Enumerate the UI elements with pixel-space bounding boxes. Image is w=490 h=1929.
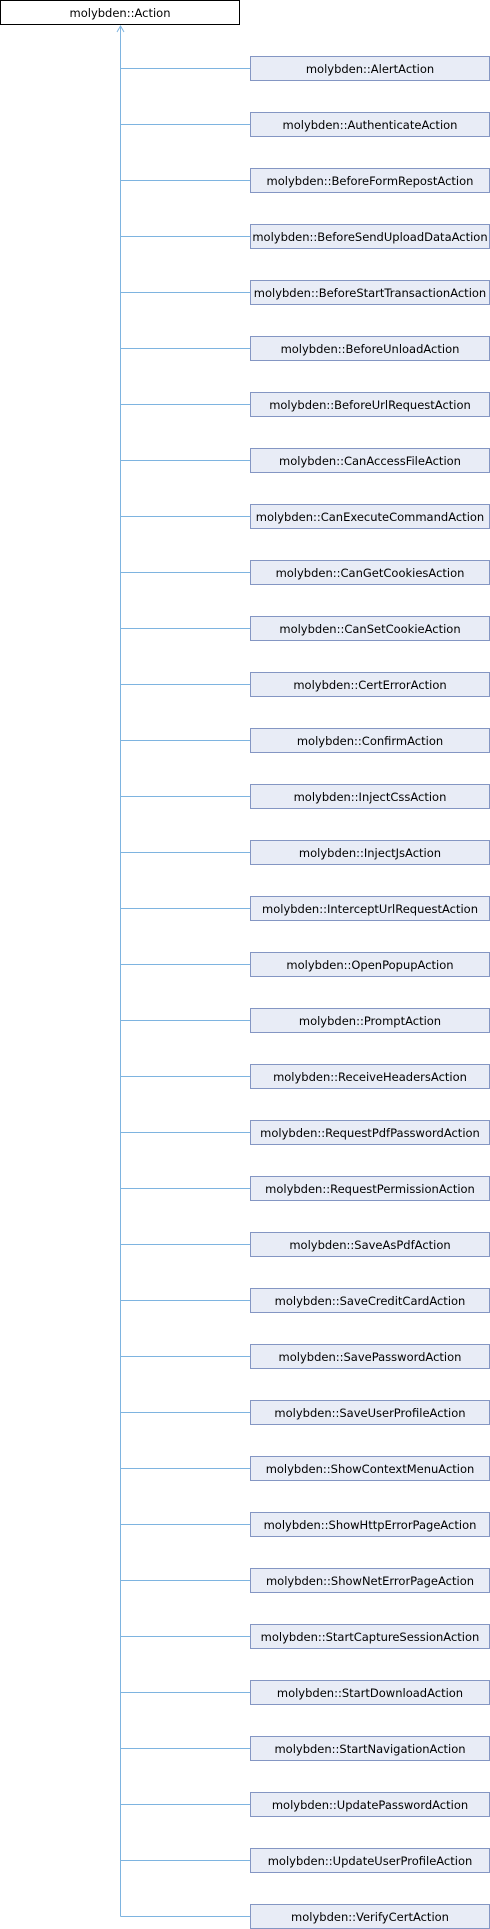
derived-class-node[interactable]: molybden::SavePasswordAction xyxy=(250,1344,490,1369)
derived-class-node[interactable]: molybden::SaveUserProfileAction xyxy=(250,1400,490,1425)
inheritance-arrowhead xyxy=(116,25,125,33)
derived-class-node[interactable]: molybden::StartNavigationAction xyxy=(250,1736,490,1761)
derived-class-node[interactable]: molybden::AuthenticateAction xyxy=(250,112,490,137)
derived-class-node[interactable]: molybden::PromptAction xyxy=(250,1008,490,1033)
derived-class-node[interactable]: molybden::BeforeUnloadAction xyxy=(250,336,490,361)
derived-class-node[interactable]: molybden::InjectJsAction xyxy=(250,840,490,865)
derived-class-node[interactable]: molybden::ShowHttpErrorPageAction xyxy=(250,1512,490,1537)
derived-class-node[interactable]: molybden::VerifyCertAction xyxy=(250,1904,490,1929)
derived-class-node[interactable]: molybden::OpenPopupAction xyxy=(250,952,490,977)
derived-class-node[interactable]: molybden::ShowContextMenuAction xyxy=(250,1456,490,1481)
derived-class-node[interactable]: molybden::BeforeSendUploadDataAction xyxy=(250,224,490,249)
derived-class-node[interactable]: molybden::SaveAsPdfAction xyxy=(250,1232,490,1257)
derived-class-node[interactable]: molybden::SaveCreditCardAction xyxy=(250,1288,490,1313)
derived-class-node[interactable]: molybden::InterceptUrlRequestAction xyxy=(250,896,490,921)
derived-class-node[interactable]: molybden::BeforeUrlRequestAction xyxy=(250,392,490,417)
derived-class-node[interactable]: molybden::UpdateUserProfileAction xyxy=(250,1848,490,1873)
derived-class-node[interactable]: molybden::ReceiveHeadersAction xyxy=(250,1064,490,1089)
derived-class-node[interactable]: molybden::CanGetCookiesAction xyxy=(250,560,490,585)
derived-class-node[interactable]: molybden::StartCaptureSessionAction xyxy=(250,1624,490,1649)
derived-class-node[interactable]: molybden::ShowNetErrorPageAction xyxy=(250,1568,490,1593)
derived-class-node[interactable]: molybden::CanExecuteCommandAction xyxy=(250,504,490,529)
derived-class-node[interactable]: molybden::ConfirmAction xyxy=(250,728,490,753)
derived-class-node[interactable]: molybden::StartDownloadAction xyxy=(250,1680,490,1705)
root-class-node: molybden::Action xyxy=(0,0,240,25)
derived-class-node[interactable]: molybden::BeforeFormRepostAction xyxy=(250,168,490,193)
derived-class-node[interactable]: molybden::BeforeStartTransactionAction xyxy=(250,280,490,305)
derived-class-node[interactable]: molybden::CanSetCookieAction xyxy=(250,616,490,641)
derived-class-node[interactable]: molybden::InjectCssAction xyxy=(250,784,490,809)
derived-class-node[interactable]: molybden::UpdatePasswordAction xyxy=(250,1792,490,1817)
derived-class-node[interactable]: molybden::AlertAction xyxy=(250,56,490,81)
derived-class-node[interactable]: molybden::CanAccessFileAction xyxy=(250,448,490,473)
derived-class-node[interactable]: molybden::CertErrorAction xyxy=(250,672,490,697)
derived-class-node[interactable]: molybden::RequestPdfPasswordAction xyxy=(250,1120,490,1145)
derived-class-node[interactable]: molybden::RequestPermissionAction xyxy=(250,1176,490,1201)
